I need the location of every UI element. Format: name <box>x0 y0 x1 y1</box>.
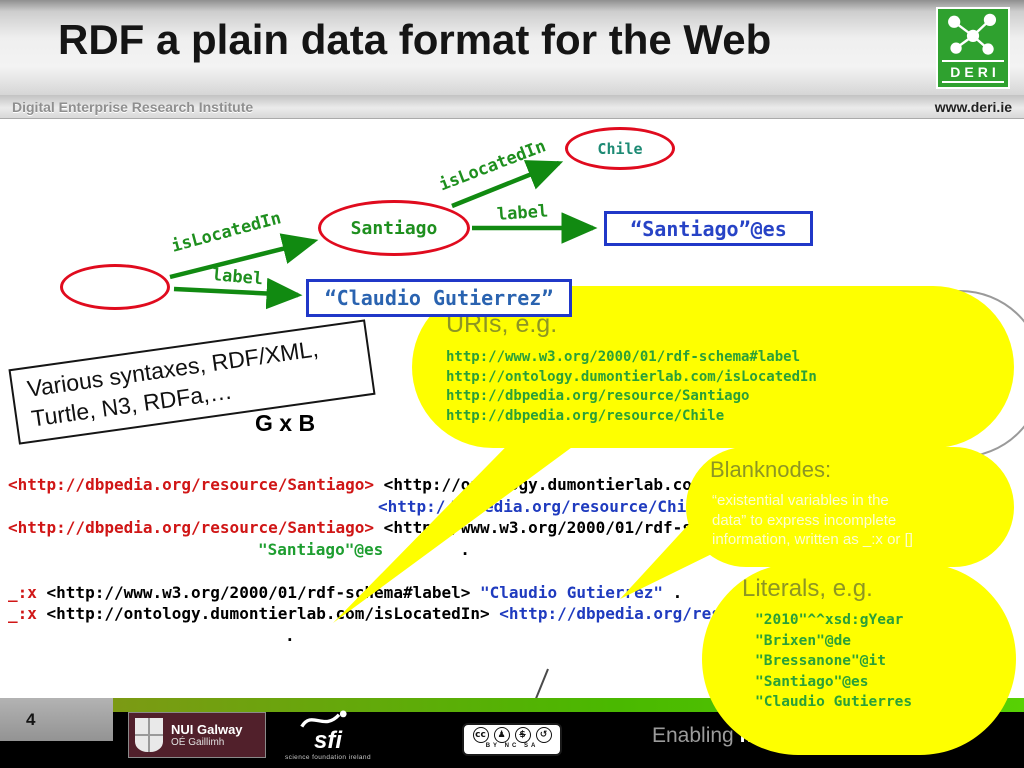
slide-number: 4 <box>26 709 36 729</box>
callout-leader-line <box>534 668 549 702</box>
cc-sa-arrow-icon: ↺ <box>535 727 552 743</box>
santiago-node: Santiago <box>318 200 470 256</box>
sfi-subtitle: science foundation ireland <box>285 754 371 761</box>
slide-header: RDF a plain data format for the Web DERI <box>0 0 1024 95</box>
edge-label-label-2: label <box>211 265 264 290</box>
cc-logo-icon: cc <box>472 727 489 743</box>
blank-node <box>60 264 170 310</box>
deri-logo: DERI <box>936 7 1010 89</box>
code-line: . <box>285 625 295 645</box>
chile-node: Chile <box>565 127 675 170</box>
claudio-literal-box: “Claudio Gutierrez” <box>306 279 572 317</box>
blanknodes-callout-bubble: Blanknodes: “existential variables in th… <box>686 447 1014 567</box>
tagline-normal: Enabling <box>652 724 740 747</box>
edge-label-label-1: label <box>496 201 549 225</box>
text-line: http://ontology.dumontierlab.com/isLocat… <box>446 368 817 385</box>
literals-value-list: "2010"^^xsd:gYear "Brixen"@de "Bressanone"… <box>755 610 912 713</box>
edge-label-2-arrow <box>173 277 303 310</box>
text-line: http://www.w3.org/2000/01/rdf-schema#lab… <box>446 349 801 365</box>
text-line: “existential variables in the <box>712 492 889 509</box>
edge-label-isLocatedIn-2: isLocatedIn <box>436 136 549 196</box>
syntax-note-box: Various syntaxes, RDF/XML, Turtle, N3, R… <box>8 319 376 445</box>
nuig-logo: NUI Galway OÉ Gaillimh <box>128 712 266 758</box>
website-link[interactable]: www.deri.ie <box>934 98 1012 115</box>
chile-node-label: Chile <box>597 139 643 158</box>
text-line: "Santiago"@es <box>755 673 869 690</box>
subheader-bar: Digital Enterprise Research Institute ww… <box>0 95 1024 119</box>
slide-number-box: 4 <box>0 698 113 741</box>
text-line: http://dbpedia.org/resource/Santiago <box>446 388 750 404</box>
page-title: RDF a plain data format for the Web <box>58 16 772 63</box>
edge-label-isLocatedIn-1: isLocatedIn <box>169 208 284 257</box>
text-line: "Bressanone"@it <box>755 653 886 669</box>
text-line: "2010"^^xsd:gYear <box>755 612 904 628</box>
cc-nc-dollar-icon: $ <box>514 727 531 743</box>
nuig-name-irish: OÉ Gaillimh <box>171 737 225 748</box>
cc-icon-row: cc ♟ $ ↺ <box>464 727 560 743</box>
uris-url-list: http://www.w3.org/2000/01/rdf-schema#lab… <box>446 348 817 426</box>
text-line: "Claudio Gutierres <box>755 694 913 710</box>
text-line: information, written as _:x or [] <box>712 531 913 548</box>
cc-by-person-icon: ♟ <box>493 727 510 743</box>
blanknodes-body: “existential variables in the data” to ex… <box>712 491 913 550</box>
text-line: data” to express incomplete <box>712 511 897 529</box>
santiago-literal-box: “Santiago”@es <box>604 211 813 246</box>
text-line: http://dbpedia.org/resource/Chile <box>446 407 725 424</box>
set-formula-fragment: G x B <box>255 410 316 436</box>
sfi-logo-text: sfi <box>313 727 342 754</box>
nuig-crest-icon <box>135 718 163 752</box>
cc-license-badge: cc ♟ $ ↺ BY NC SA <box>462 723 562 756</box>
nuig-name: NUI Galway <box>171 722 243 737</box>
institute-name: Digital Enterprise Research Institute <box>12 98 254 115</box>
literals-bubble-title: Literals, e.g. <box>742 575 873 602</box>
blanknodes-bubble-title: Blanknodes: <box>710 457 832 482</box>
sfi-swoosh-icon <box>300 710 347 728</box>
sfi-logo: sfi science foundation ireland <box>278 708 378 764</box>
literals-callout-bubble: Literals, e.g. "2010"^^xsd:gYear "Brixen"… <box>702 563 1016 755</box>
cc-labels: BY NC SA <box>485 743 539 749</box>
text-line: "Brixen"@de <box>755 632 852 649</box>
deri-logo-text: DERI <box>942 60 1004 83</box>
deri-network-icon <box>948 13 997 55</box>
santiago-node-label: Santiago <box>350 217 438 239</box>
